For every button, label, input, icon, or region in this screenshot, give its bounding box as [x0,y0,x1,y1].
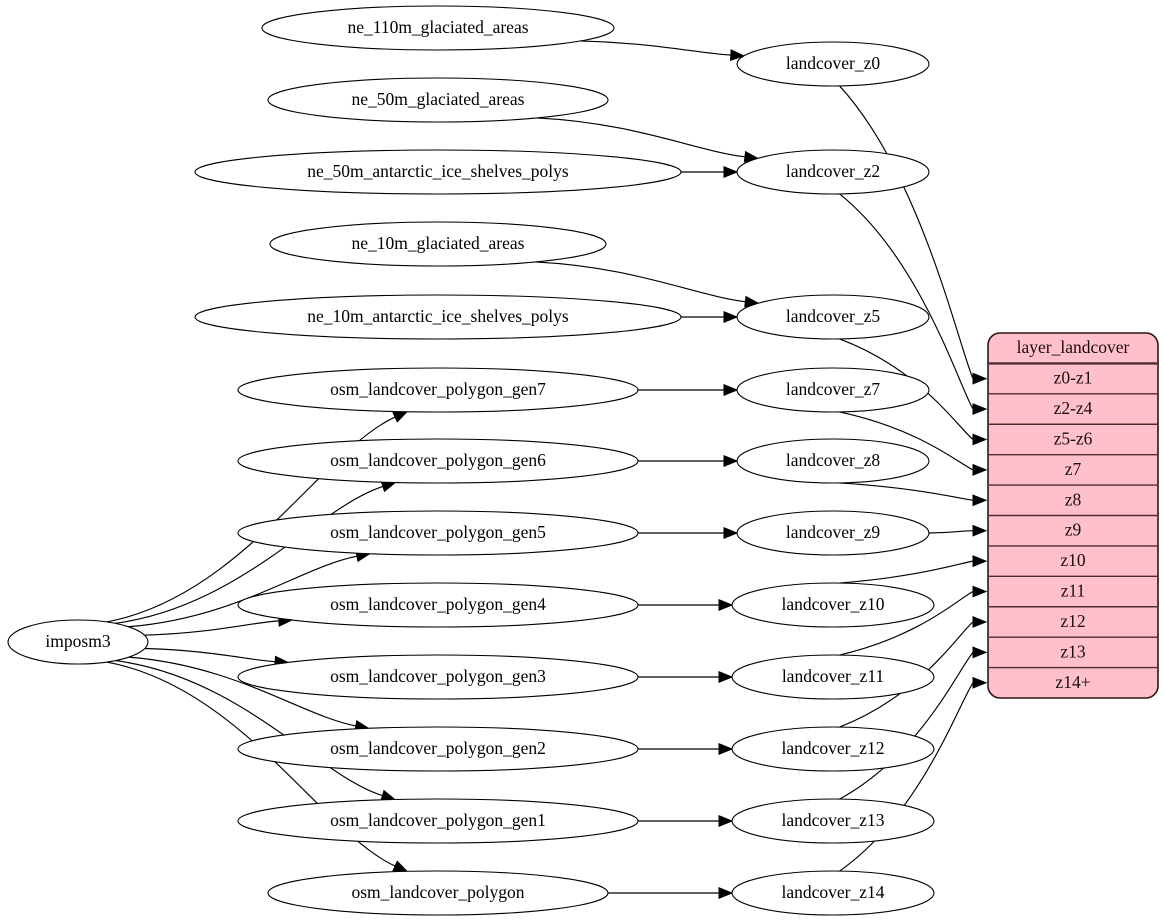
edge-arrowhead [718,815,734,827]
node-landcover_z10[interactable]: landcover_z10 [731,582,935,628]
edge-arrowhead [729,49,746,62]
node-osm_landcover_polygon[interactable]: osm_landcover_polygon [267,870,609,916]
edge-landcover_z10-to-z10 [839,560,974,584]
edge-landcover_z0-to-z0-z1 [839,85,974,379]
edge-arrowhead [723,311,739,323]
node-osm_landcover_polygon_gen4[interactable]: osm_landcover_polygon_gen4 [237,582,639,628]
node-landcover_z11[interactable]: landcover_z11 [731,654,935,700]
edge-imposm3-to-osm_landcover_polygon_gen1 [115,660,383,797]
node-shape [731,798,935,844]
node-shape [237,654,639,700]
node-shape [237,798,639,844]
node-osm_landcover_polygon_gen6[interactable]: osm_landcover_polygon_gen6 [237,438,639,484]
node-landcover_z12[interactable]: landcover_z12 [731,726,935,772]
node-shape [7,619,149,665]
edge-arrowhead [718,743,734,755]
node-shape [736,510,930,556]
node-shape [267,870,609,916]
edge-arrowhead [972,616,988,628]
edge-arrowhead [972,676,988,689]
node-shape [194,149,682,195]
edge-landcover_z12-to-z12 [839,621,974,728]
edge-arrowhead [972,585,988,598]
node-shape [267,77,609,123]
node-ne_110m_glaciated_areas[interactable]: ne_110m_glaciated_areas [261,5,615,51]
edge-arrowhead [972,646,988,659]
edge-imposm3-to-osm_landcover_polygon_gen6 [115,485,384,624]
edge-ne_110m_glaciated_areas-to-landcover_z0 [580,40,731,56]
node-imposm3[interactable]: imposm3 [7,619,149,665]
edge-landcover_z8-to-z8 [839,482,974,501]
node-shape [736,367,930,413]
edge-landcover_z5-to-z5-z6 [839,338,974,440]
edge-landcover_z2-to-z2-z4 [839,193,974,410]
node-landcover_z14[interactable]: landcover_z14 [731,870,935,916]
node-shape [731,654,935,700]
node-osm_landcover_polygon_gen7[interactable]: osm_landcover_polygon_gen7 [237,367,639,413]
edge-imposm3-to-osm_landcover_polygon_gen2 [128,656,356,727]
node-shape [194,294,682,340]
nodes-layer: ne_110m_glaciated_areas ne_50m_glaciated_… [7,5,935,916]
edge-arrowhead [972,372,988,385]
edge-arrowhead [972,463,988,476]
node-shape [269,221,607,267]
node-osm_landcover_polygon_gen5[interactable]: osm_landcover_polygon_gen5 [237,510,639,556]
node-shape [237,367,639,413]
node-osm_landcover_polygon_gen3[interactable]: osm_landcover_polygon_gen3 [237,654,639,700]
edge-arrowhead [972,403,988,415]
node-osm_landcover_polygon_gen2[interactable]: osm_landcover_polygon_gen2 [237,726,639,772]
edge-ne_50m_glaciated_areas-to-landcover_z2 [536,117,746,158]
edge-arrowhead [723,384,739,396]
node-landcover_z0[interactable]: landcover_z0 [736,41,930,87]
node-landcover_z5[interactable]: landcover_z5 [736,294,930,340]
node-ne_10m_antarctic_ice_shelves_polys[interactable]: ne_10m_antarctic_ice_shelves_polys [194,294,682,340]
edge-landcover_z13-to-z13 [839,652,974,800]
node-ne_50m_antarctic_ice_shelves_polys[interactable]: ne_50m_antarctic_ice_shelves_polys [194,149,682,195]
node-osm_landcover_polygon_gen1[interactable]: osm_landcover_polygon_gen1 [237,798,639,844]
edge-landcover_z9-to-z9 [928,530,974,534]
node-shape [237,438,639,484]
node-shape [736,438,930,484]
edge-arrowhead [972,524,988,537]
edge-arrowhead [972,494,988,507]
node-landcover_z13[interactable]: landcover_z13 [731,798,935,844]
edge-arrowhead [718,671,734,683]
edge-arrowhead [718,887,734,899]
edge-imposm3-to-osm_landcover_polygon_gen4 [144,620,279,636]
edge-arrowhead [972,555,988,568]
node-shape [731,726,935,772]
node-landcover_z8[interactable]: landcover_z8 [736,438,930,484]
node-shape [261,5,615,51]
node-ne_10m_glaciated_areas[interactable]: ne_10m_glaciated_areas [269,221,607,267]
node-landcover_z2[interactable]: landcover_z2 [736,149,930,195]
node-ne_50m_glaciated_areas[interactable]: ne_50m_glaciated_areas [267,77,609,123]
node-shape [731,582,935,628]
edge-arrowhead [718,599,734,611]
layer-landcover-table[interactable]: layer_landcoverz0-z1z2-z4z5-z6z7z8z9z10z… [987,332,1159,699]
edges-layer [106,40,988,899]
edge-arrowhead [392,860,409,872]
edge-arrowhead [723,527,739,539]
edge-ne_10m_glaciated_areas-to-landcover_z5 [535,261,746,303]
edge-arrowhead [723,455,739,467]
node-landcover_z9[interactable]: landcover_z9 [736,510,930,556]
node-shape [731,870,935,916]
node-landcover_z7[interactable]: landcover_z7 [736,367,930,413]
edge-arrowhead [723,166,739,178]
edge-landcover_z7-to-z7 [839,411,974,471]
edge-arrowhead [972,433,988,446]
edge-landcover_z14-to-z14+ [839,682,974,872]
edge-imposm3-to-osm_landcover_polygon_gen3 [144,647,276,663]
edge-landcover_z11-to-z11 [839,591,974,656]
node-shape [237,726,639,772]
node-shape [736,149,930,195]
node-shape [237,582,639,628]
edge-imposm3-to-osm_landcover_polygon_gen5 [128,555,358,628]
node-shape [237,510,639,556]
node-shape [736,294,930,340]
node-shape [736,41,930,87]
edge-arrowhead [392,411,409,423]
